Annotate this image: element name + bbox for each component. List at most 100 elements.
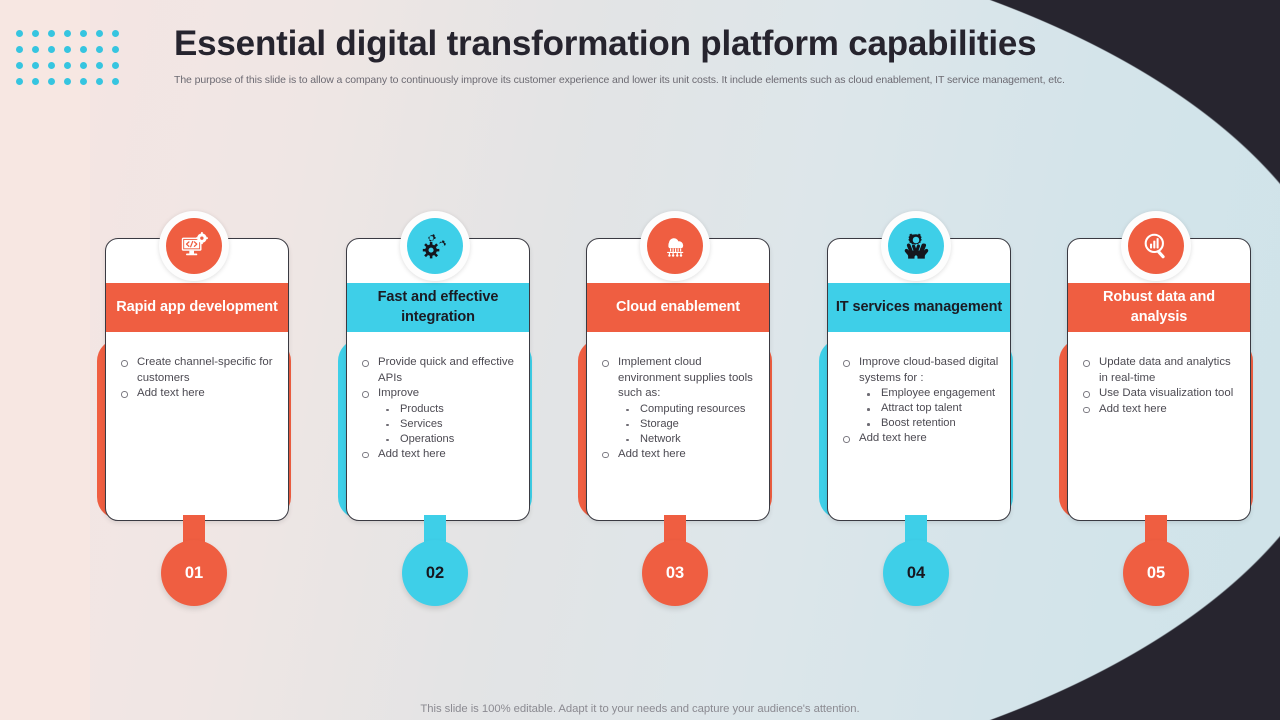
list-item: Create channel-specific for customers	[116, 355, 280, 386]
badge-circle: 01	[161, 540, 227, 606]
decorative-dot	[80, 78, 87, 85]
badge-circle: 02	[402, 540, 468, 606]
magnifier-chart-icon	[1144, 233, 1165, 259]
hands-gear-icon	[888, 218, 944, 274]
step-number: 01	[184, 563, 204, 582]
sub-list-item: Products	[378, 402, 521, 417]
list-item: Improve cloud-based digital systems for …	[838, 355, 1002, 431]
sub-list-item: Attract top talent	[859, 401, 1002, 416]
decorative-dot	[112, 62, 119, 69]
gears-icon	[422, 234, 446, 259]
bullet-text: Add text here	[618, 447, 686, 460]
bullet-text: Provide quick and effective APIs	[378, 356, 514, 384]
card-body: Improve cloud-based digital systems for …	[828, 341, 1010, 447]
card-number-badge: 03	[642, 515, 708, 607]
page-title: Essential digital transformation platfor…	[174, 24, 1037, 63]
badge-circle: 04	[883, 540, 949, 606]
list-item: Provide quick and effective APIs	[357, 355, 521, 386]
step-number: 02	[425, 563, 445, 582]
card-icon-badge	[881, 211, 951, 281]
decorative-dot	[32, 62, 39, 69]
footer-note: This slide is 100% editable. Adapt it to…	[420, 703, 860, 715]
decorative-dot	[80, 62, 87, 69]
bullet-list: Improve cloud-based digital systems for …	[838, 355, 1002, 447]
bullet-text: Add text here	[137, 387, 205, 399]
decorative-dot	[32, 78, 39, 85]
list-item: Add text here	[838, 431, 1002, 447]
dot-grid-decoration	[16, 30, 128, 94]
bullet-text: Add text here	[378, 447, 446, 460]
sub-list-item: Network	[618, 432, 761, 447]
badge-circle: 03	[642, 540, 708, 606]
cloud-circuit-icon	[667, 238, 684, 257]
sub-list-item: Employee engagement	[859, 386, 1002, 401]
decorative-dot	[80, 30, 87, 37]
card-number-badge: 05	[1123, 515, 1189, 607]
card-icon-badge	[1121, 211, 1191, 281]
badge-circle: 05	[1123, 540, 1189, 606]
card-icon-badge	[640, 211, 710, 281]
sub-list-item: Services	[378, 417, 521, 432]
decorative-dot	[64, 78, 71, 85]
bullet-text: Use Data visualization tool	[1099, 387, 1234, 399]
decorative-dot	[64, 46, 71, 53]
hands-gear-icon	[904, 233, 929, 259]
card-title: Robust data and analysis	[1102, 288, 1216, 325]
list-item: Add text here	[597, 447, 761, 463]
decorative-dot	[48, 46, 55, 53]
card-body: Implement cloud environment supplies too…	[587, 341, 769, 462]
decorative-dot	[64, 62, 71, 69]
decorative-dot	[16, 78, 23, 85]
step-number: 04	[906, 563, 926, 582]
list-item: Add text here	[1078, 402, 1242, 418]
bullet-list: Implement cloud environment supplies too…	[597, 355, 761, 462]
cloud-circuit-icon	[647, 218, 703, 274]
card-title-band: Robust data and analysis	[1068, 283, 1250, 332]
sub-list-item: Operations	[378, 432, 521, 447]
bullet-text: Add text here	[1099, 402, 1167, 415]
decorative-dot	[16, 30, 23, 37]
sub-list-item: Computing resources	[618, 402, 761, 417]
step-number: 05	[1146, 563, 1166, 582]
decorative-dot	[96, 46, 103, 53]
card-title-band: Fast and effective integration	[347, 283, 529, 332]
bullet-text: Update data and analytics in real-time	[1099, 356, 1231, 384]
list-item: Implement cloud environment supplies too…	[597, 355, 761, 447]
decorative-dot	[112, 46, 119, 53]
list-item: Add text here	[357, 447, 521, 463]
card-number-badge: 04	[883, 515, 949, 607]
decorative-dot	[32, 30, 39, 37]
decorative-dot	[48, 62, 55, 69]
decorative-dot	[64, 30, 71, 37]
decorative-dot	[16, 62, 23, 69]
decorative-dot	[80, 46, 87, 53]
decorative-dot	[96, 30, 103, 37]
card-title: Cloud enablement	[615, 298, 741, 315]
card-title: Rapid app development	[116, 298, 278, 315]
card-title: IT services management	[835, 298, 1003, 315]
bullet-text: Improve cloud-based digital systems for …	[859, 356, 999, 384]
sub-list-item: Boost retention	[859, 416, 1002, 431]
step-number: 03	[665, 563, 685, 582]
card-title-band: Cloud enablement	[587, 283, 769, 332]
decorative-dot	[96, 78, 103, 85]
monitor-code-gear-icon	[166, 218, 222, 274]
decorative-dot	[112, 30, 119, 37]
page-subtitle: The purpose of this slide is to allow a …	[174, 74, 1065, 87]
card-number-badge: 02	[402, 515, 468, 607]
